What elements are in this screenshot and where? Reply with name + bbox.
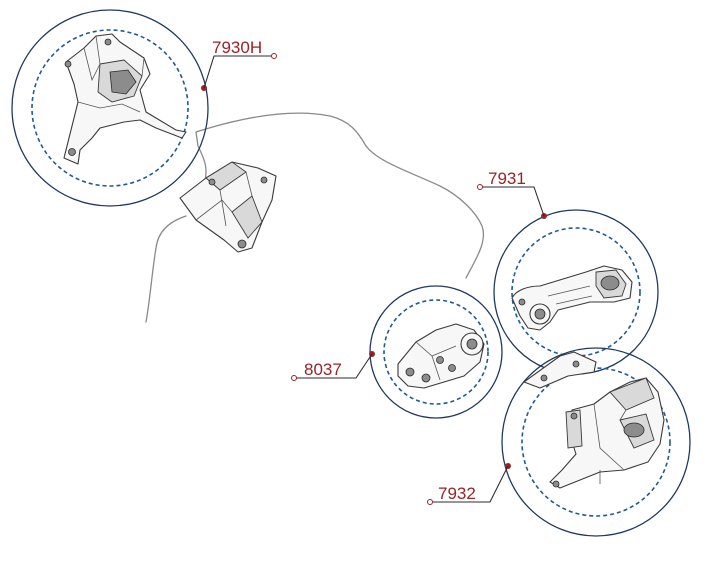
mount-circle-7932 [501,347,691,537]
transmission-mount-bracket [549,377,665,489]
label-7932: 7932 [438,484,476,503]
callout-7931: 7931 [477,169,547,219]
label-7931: 7931 [488,169,526,188]
mount-bracket-center [179,161,277,253]
mount-circle-7931 [493,209,659,375]
mount-circle-7930h [11,9,209,207]
label-7930h: 7930H [212,38,262,57]
torque-rod-mount [511,265,633,331]
callout-8037: 8037 [291,351,375,381]
label-8037: 8037 [304,360,342,379]
mount-circle-8037 [369,285,503,419]
engine-mount-upper-right-bracket [63,33,187,165]
callout-7930h: 7930H [201,38,277,91]
small-plate-bracket [523,351,597,389]
callout-7932: 7932 [427,463,511,505]
lower-mount-bracket [397,323,485,389]
